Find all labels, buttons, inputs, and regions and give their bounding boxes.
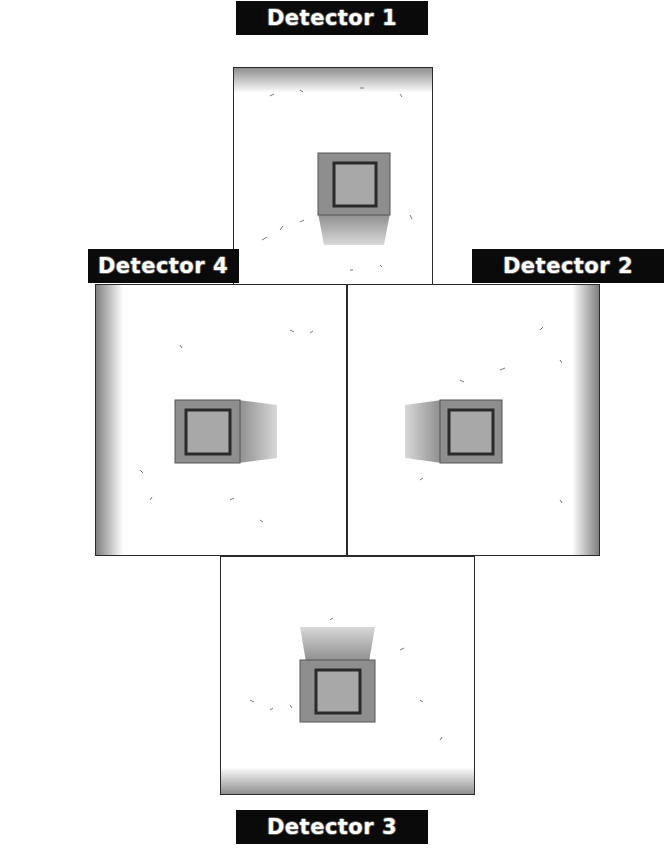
detector-label: Detector 4 (88, 249, 239, 283)
detector-panel: Detector 1 (233, 67, 433, 285)
detector-panel: Detector 3 (220, 556, 475, 795)
detector-label: Detector 2 (472, 249, 664, 283)
detector-label: Detector 3 (236, 810, 428, 844)
detector-panel: Detector 4 (95, 284, 347, 556)
detector-panel: Detector 2 (347, 284, 600, 556)
detector-label: Detector 1 (236, 1, 428, 35)
